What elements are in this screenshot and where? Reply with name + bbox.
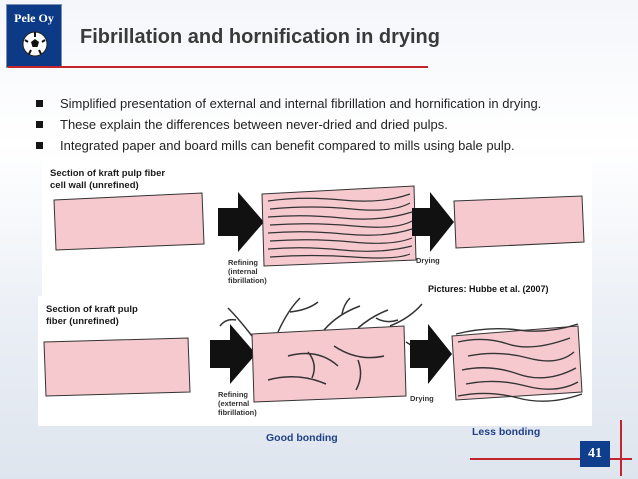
- pele-oy-logo: Pele Oy: [6, 4, 62, 68]
- less-bonding-label: Less bonding: [472, 426, 541, 438]
- logo-text: Pele Oy: [14, 11, 54, 25]
- internal-fibrillation-drawing: [53, 185, 585, 267]
- refining-label-line: fibrillation): [228, 276, 267, 285]
- collapsed-fibril-lines: [455, 323, 583, 402]
- slide-title: Fibrillation and hornification in drying: [80, 26, 440, 48]
- drying-label: Drying: [416, 256, 440, 265]
- refining-label-line: fibrillation): [218, 408, 257, 417]
- bullet-square-icon: [36, 100, 43, 107]
- refining-label-line: (internal: [228, 267, 258, 276]
- section-label-line: Section of kraft pulp fiber: [50, 168, 166, 179]
- section-label-line: Section of kraft pulp: [46, 304, 138, 315]
- title-underline: [8, 66, 428, 68]
- refining-label: Refining (external fibrillation): [218, 390, 257, 417]
- process-arrow-icon: [210, 324, 256, 384]
- bullet-text: These explain the differences between ne…: [60, 117, 448, 132]
- bullet-text: Integrated paper and board mills can ben…: [60, 138, 515, 153]
- dried-fiber-wall: [451, 325, 583, 401]
- bullet-item: Simplified presentation of external and …: [36, 96, 541, 117]
- refining-label-line: (external: [218, 399, 250, 408]
- section-label: Section of kraft pulp fiber (unrefined): [46, 304, 138, 328]
- page-number: 41: [580, 441, 610, 467]
- bottom-rule: [470, 458, 632, 460]
- bullet-item: Integrated paper and board mills can ben…: [36, 138, 541, 159]
- figure-caption: Pictures: Hubbe et al. (2007): [428, 284, 549, 294]
- process-arrow-icon: [410, 324, 452, 384]
- unrefined-fiber-wall: [43, 337, 191, 397]
- external-fibrillation-drawing: [43, 297, 583, 403]
- bullet-square-icon: [36, 121, 43, 128]
- process-arrow-icon: [412, 192, 454, 252]
- refining-label-line: Refining: [218, 390, 248, 399]
- refining-label: Refining (internal fibrillation): [228, 258, 267, 285]
- section-label: Section of kraft pulp fiber cell wall (u…: [50, 168, 165, 192]
- external-fibrillation-figure: Section of kraft pulp fiber (unrefined): [38, 296, 592, 426]
- refining-label-line: Refining: [228, 258, 258, 267]
- bullet-square-icon: [36, 142, 43, 149]
- bullet-text: Simplified presentation of external and …: [60, 96, 542, 111]
- externally-fibrillated-fiber: [251, 325, 407, 403]
- internal-fibrillation-figure: Section of kraft pulp fiber cell wall (u…: [42, 156, 592, 296]
- bullet-list: Simplified presentation of external and …: [36, 96, 541, 159]
- dried-fiber-wall: [453, 195, 585, 249]
- soccer-ball-icon: [22, 31, 48, 57]
- unrefined-fiber-wall: [53, 192, 205, 251]
- lamellae-lines: [267, 193, 413, 259]
- bullet-item: These explain the differences between ne…: [36, 117, 541, 138]
- internally-fibrillated-fiber: [261, 185, 417, 267]
- drying-label: Drying: [410, 394, 434, 403]
- section-label-line: fiber (unrefined): [46, 316, 119, 327]
- right-vertical-rule: [620, 420, 622, 476]
- process-arrow-icon: [218, 192, 264, 252]
- section-label-line: cell wall (unrefined): [50, 180, 139, 191]
- good-bonding-label: Good bonding: [266, 432, 338, 444]
